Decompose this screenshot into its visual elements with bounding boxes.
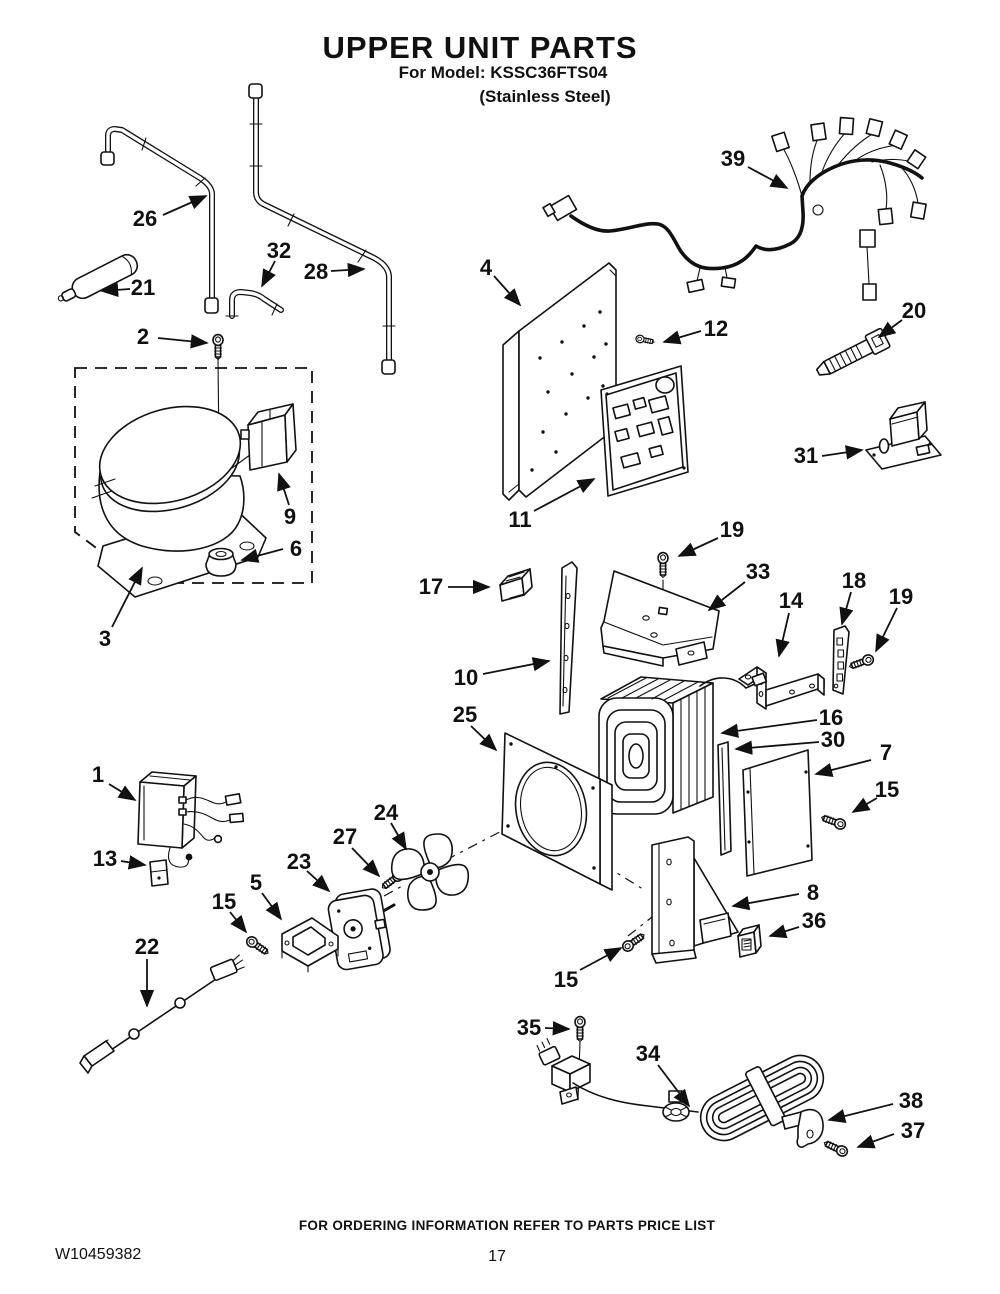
ordering-note: FOR ORDERING INFORMATION REFER TO PARTS … — [298, 1218, 716, 1233]
part-39-wiring-harness — [542, 116, 927, 301]
finish-line: (Stainless Steel) — [479, 87, 611, 106]
callout-4: 4 — [479, 255, 493, 280]
callout-14: 14 — [778, 588, 804, 613]
callout-18: 18 — [841, 568, 867, 593]
part-23-fan-motor — [327, 888, 396, 971]
part-12-screw — [634, 333, 656, 347]
callout-10: 10 — [453, 665, 479, 690]
part-30-strip — [717, 741, 732, 856]
callout-20: 20 — [901, 298, 927, 323]
part-34-sensor-bracket — [536, 1038, 591, 1105]
part-19-screw-right — [847, 652, 876, 673]
part-25-fan-shroud — [501, 732, 613, 891]
callout-15a: 15 — [211, 889, 237, 914]
leader-lines — [100, 166, 903, 1149]
part-33-shelf-bracket — [600, 570, 720, 667]
model-line: For Model: KSSC36FTS04 — [398, 63, 608, 82]
document-number: W10459382 — [55, 1246, 142, 1263]
callout-15b: 15 — [553, 967, 579, 992]
callout-8: 8 — [806, 880, 820, 905]
part-22-wire-harness — [79, 954, 245, 1074]
callout-26: 26 — [132, 206, 158, 231]
callout-19a: 19 — [719, 517, 745, 542]
part-38-clamp — [781, 1108, 824, 1148]
part-32-elbow-tube — [225, 289, 284, 319]
callout-38: 38 — [898, 1088, 924, 1113]
part-1-start-device — [137, 771, 245, 868]
callout-6: 6 — [289, 536, 303, 561]
part-13-pad — [149, 859, 169, 887]
callout-30: 30 — [820, 727, 846, 752]
part-31-board — [865, 401, 942, 470]
callout-5: 5 — [249, 870, 263, 895]
callout-25: 25 — [452, 702, 478, 727]
part-9-relay — [240, 403, 297, 471]
callout-3: 3 — [98, 626, 112, 651]
callout-23: 23 — [286, 849, 312, 874]
part-4-mounting-panel — [502, 262, 617, 501]
part-15-screw-left — [243, 934, 272, 959]
part-5-motor-bracket — [281, 917, 339, 973]
part-18-strip — [832, 625, 850, 695]
part-15-screw-bottom — [619, 929, 648, 954]
part-3-compressor-assembly — [74, 367, 313, 598]
callout-19b: 19 — [888, 584, 914, 609]
part-34-wire-harness — [572, 1054, 825, 1142]
part-14-bracket — [738, 666, 825, 710]
part-36-switch — [737, 924, 762, 958]
callout-34: 34 — [635, 1041, 661, 1066]
callout-39: 39 — [720, 146, 746, 171]
callout-11: 11 — [508, 507, 532, 532]
callout-17: 17 — [418, 574, 444, 599]
part-20-cable-tie — [815, 327, 891, 376]
part-17-clip — [499, 568, 533, 602]
part-37-screw — [821, 1137, 850, 1159]
callout-2: 2 — [136, 324, 150, 349]
callout-16: 16 — [818, 705, 844, 730]
callout-21: 21 — [130, 275, 156, 300]
part-16-condenser-coil — [598, 672, 768, 815]
part-15-screw-right — [819, 811, 848, 832]
callout-33: 33 — [745, 559, 771, 584]
callout-37: 37 — [900, 1118, 926, 1143]
callout-7: 7 — [879, 740, 893, 765]
page-number: 17 — [488, 1248, 506, 1265]
callout-12: 12 — [703, 316, 729, 341]
callout-28: 28 — [303, 259, 329, 284]
callout-31: 31 — [793, 443, 819, 468]
part-21-drier — [57, 253, 139, 302]
callout-15c: 15 — [874, 777, 900, 802]
part-11-control-board — [600, 365, 689, 497]
part-6-grommet — [205, 547, 237, 577]
part-10-rail-strip — [559, 561, 578, 715]
part-7-side-panel — [742, 749, 813, 877]
part-8-support-bracket — [651, 836, 739, 964]
part-26-tube — [100, 126, 219, 314]
callout-9: 9 — [283, 504, 297, 529]
callout-13: 13 — [92, 846, 118, 871]
callout-24: 24 — [373, 800, 399, 825]
callout-36: 36 — [801, 908, 827, 933]
callout-27: 27 — [332, 824, 358, 849]
callout-35: 35 — [516, 1015, 542, 1040]
callout-22: 22 — [134, 934, 160, 959]
callout-32: 32 — [266, 238, 292, 263]
part-24-fan-blade — [390, 833, 470, 911]
page-title: UPPER UNIT PARTS — [322, 30, 638, 65]
part-28-tube — [248, 83, 396, 375]
callout-1: 1 — [91, 762, 105, 787]
